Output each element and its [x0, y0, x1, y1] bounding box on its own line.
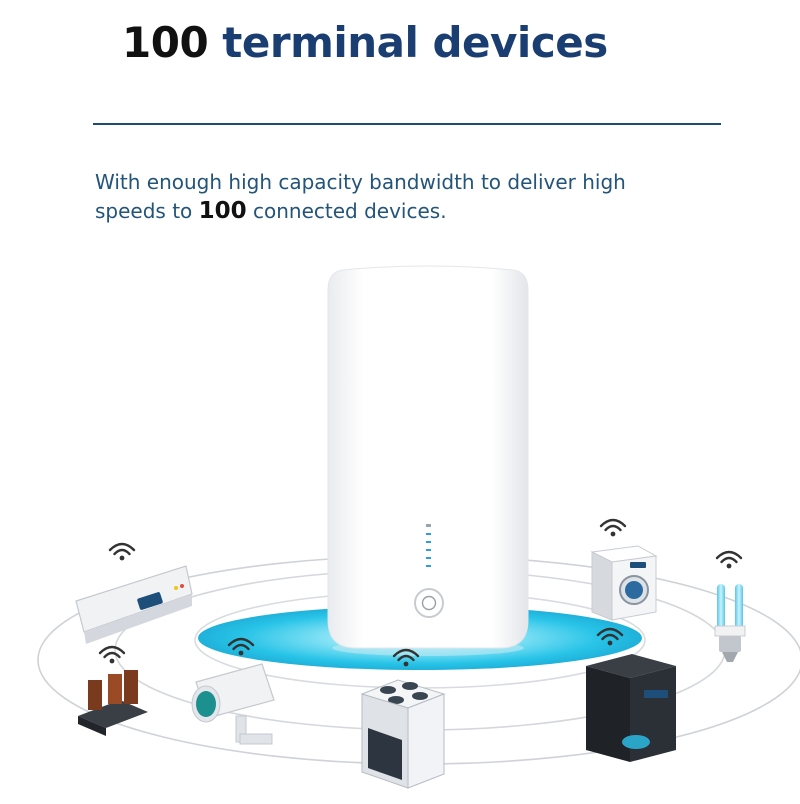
description: With enough high capacity bandwidth to d… — [95, 168, 715, 226]
illustration — [0, 240, 800, 800]
description-line2-post: connected devices. — [246, 199, 447, 223]
light-bulb-device — [714, 550, 746, 662]
description-line1: With enough high capacity bandwidth to d… — [95, 170, 626, 194]
title-number: 100 — [122, 18, 209, 67]
router-led-indicators — [426, 524, 431, 567]
description-line2-pre: speeds to — [95, 199, 199, 223]
air-conditioner-device — [75, 542, 193, 644]
description-count: 100 — [198, 198, 247, 224]
security-camera-device — [191, 637, 275, 745]
router-power-button — [414, 588, 444, 618]
stove-device — [360, 648, 446, 789]
divider — [93, 123, 721, 125]
page-title: 100 terminal devices — [122, 18, 608, 67]
router — [327, 265, 529, 656]
title-text: terminal devices — [222, 18, 608, 67]
washing-machine-device — [590, 518, 658, 621]
scene-svg — [37, 265, 800, 789]
mosaic-toy-device — [78, 645, 148, 736]
coffee-machine-device — [586, 627, 676, 762]
